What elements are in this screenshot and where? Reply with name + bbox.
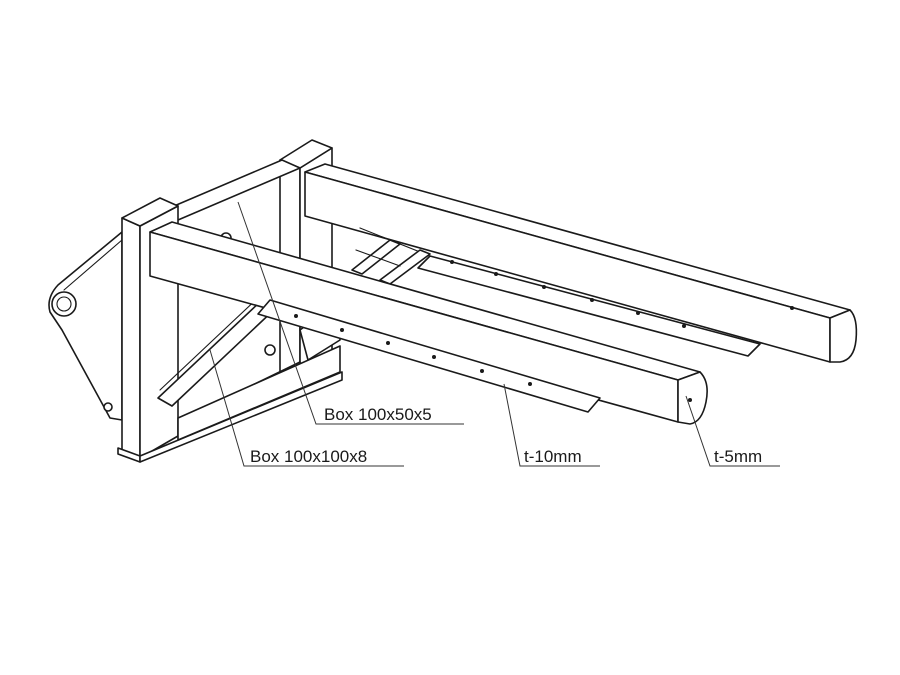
- leader-lines: [209, 201, 780, 467]
- callout-box-large: Box 100x100x8: [250, 447, 367, 466]
- callout-box-small: Box 100x50x5: [324, 405, 432, 424]
- callout-plate-thin: t-5mm: [714, 447, 762, 466]
- mounting-lug: [48, 231, 123, 421]
- rear-arm: [304, 163, 858, 363]
- callout-plate-thick: t-10mm: [524, 447, 582, 466]
- front-arm: [149, 221, 708, 425]
- bolt-holes: [294, 260, 794, 402]
